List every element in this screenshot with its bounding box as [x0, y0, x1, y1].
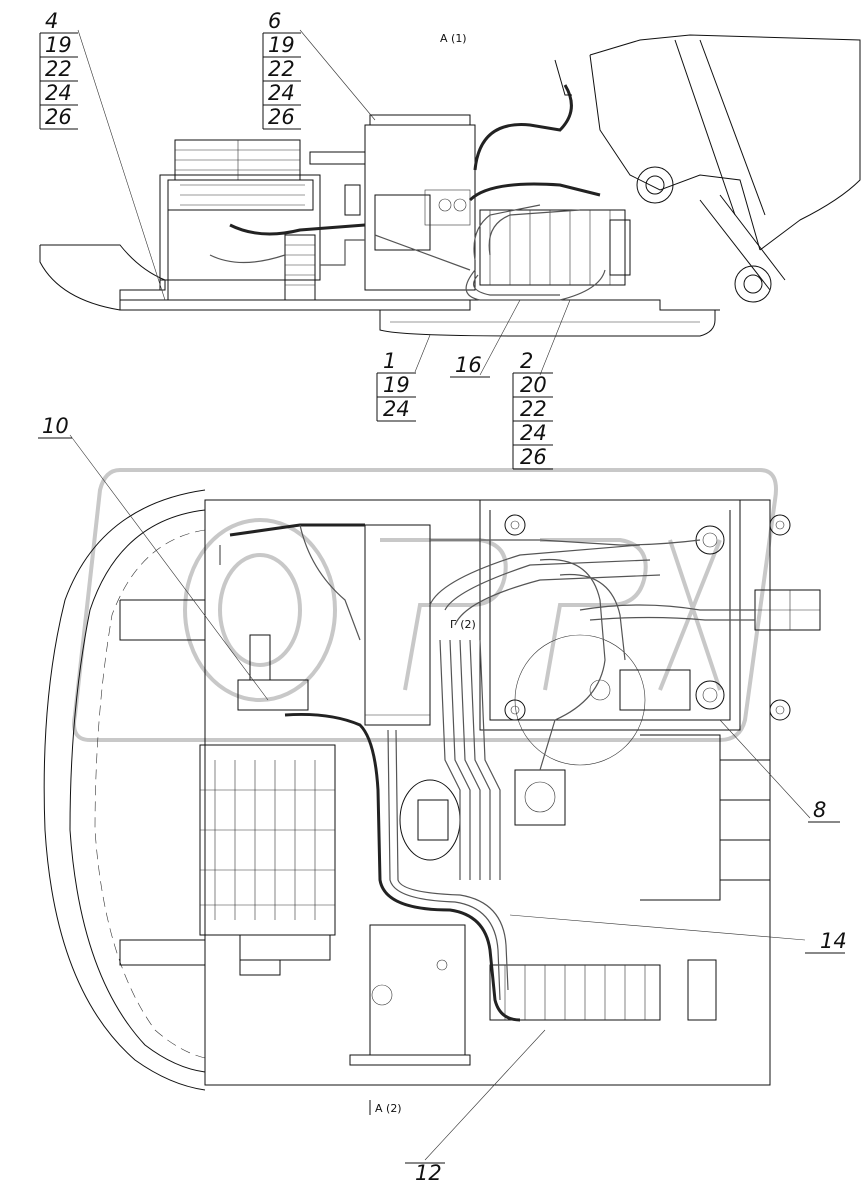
- callout-14: 14: [805, 929, 847, 954]
- callout-16-item: 16: [455, 353, 482, 377]
- callout-12: 12: [405, 1161, 445, 1185]
- top-view-assembly: [39, 34, 861, 337]
- section-mark: Г (2): [450, 618, 476, 631]
- view-label-bottom: A (2): [375, 1102, 402, 1115]
- callout-4: 4 19 22 24 26: [39, 9, 78, 130]
- callout-2-item: 20: [520, 373, 547, 397]
- callout-12-item: 12: [415, 1161, 442, 1185]
- callout-2-item: 22: [520, 397, 547, 421]
- callout-10-item: 10: [42, 414, 69, 438]
- callout-14-item: 14: [820, 929, 847, 953]
- callout-6: 6 19 22 24 26: [262, 9, 301, 130]
- callout-1-item: 24: [383, 397, 410, 421]
- callout-2-item: 2: [520, 349, 533, 373]
- callout-2: 2 20 22 24 26: [512, 349, 553, 470]
- callout-4-item: 26: [45, 105, 72, 129]
- callout-6-item: 22: [268, 57, 295, 81]
- watermark: [72, 468, 778, 742]
- callout-4-item: 24: [45, 81, 72, 105]
- callout-1: 1 19 24: [376, 349, 416, 422]
- callout-8: 8: [808, 798, 840, 823]
- callout-10: 10: [38, 414, 72, 439]
- callout-6-item: 6: [268, 9, 281, 33]
- callout-2-item: 24: [520, 421, 547, 445]
- callout-16: 16: [450, 353, 490, 378]
- callout-6-item: 19: [268, 33, 295, 57]
- callout-8-item: 8: [813, 798, 826, 822]
- callout-4-item: 4: [45, 9, 58, 33]
- callout-4-item: 19: [45, 33, 72, 57]
- view-label-top: A (1): [440, 32, 467, 45]
- callout-2-item: 26: [520, 445, 547, 469]
- callout-1-item: 1: [383, 349, 396, 373]
- callout-1-item: 19: [383, 373, 410, 397]
- bottom-view-assembly: [43, 489, 821, 1091]
- leader-lines: [69, 29, 811, 1161]
- callout-6-item: 26: [268, 105, 295, 129]
- callout-6-item: 24: [268, 81, 295, 105]
- callout-4-item: 22: [45, 57, 72, 81]
